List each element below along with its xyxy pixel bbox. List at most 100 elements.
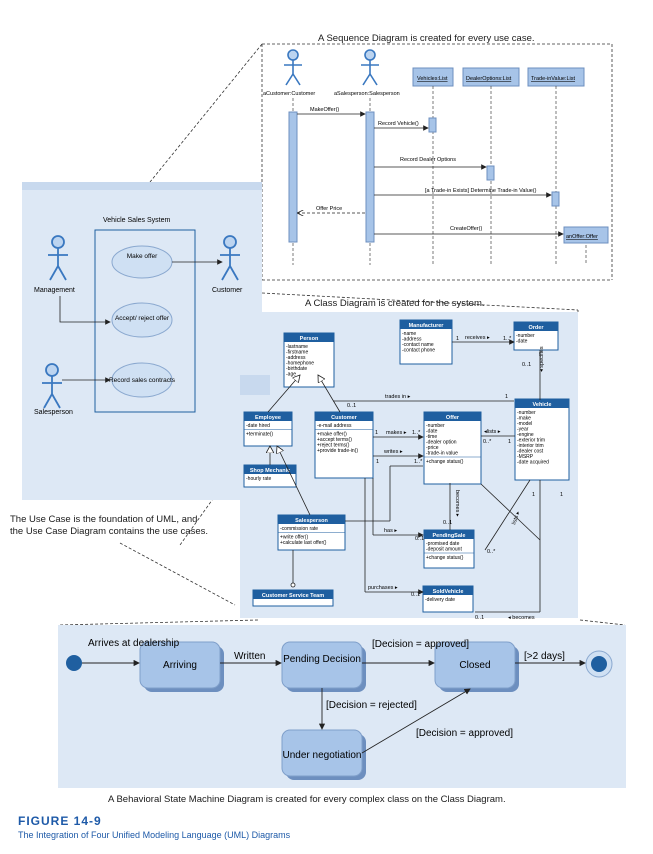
transition-2: [>2 days] (524, 651, 565, 662)
uc-usecase-2: Record sales contracts (109, 377, 176, 384)
figure-number: FIGURE 14-9 (18, 814, 102, 828)
class-6-attr-5: -exterior trim (517, 438, 545, 444)
mult-1-c: 1 (375, 430, 378, 436)
class-9-op-0: +change status() (426, 555, 464, 561)
class-9-attr-1: -deposit amount (426, 547, 462, 553)
seq-lifeline-0: aCustomer:Customer (263, 91, 315, 97)
seq-msg-5: CreateOffer() (450, 226, 482, 232)
figure-title: The Integration of Four Unified Modeling… (18, 830, 291, 840)
class-name-7: Shop Mechanic (250, 468, 290, 474)
mult-1-b: 1 (505, 394, 508, 400)
class-box-1: Manufacturer-name-address-contact name-c… (399, 319, 453, 365)
mult-1-many: 1..* (503, 336, 512, 342)
class-1-attr-1: -address (402, 337, 422, 343)
class-name-2: Order (529, 325, 545, 331)
assoc-lists: ◂lists ▸ (484, 429, 501, 435)
seq-created-object: anOffer:Offer (566, 234, 598, 240)
class-6-attr-6: -interior trim (517, 443, 544, 449)
sequence-caption: A Sequence Diagram is created for every … (318, 33, 535, 44)
class-6-attr-8: -MSRP (517, 454, 534, 460)
class-6-attr-2: -model (517, 421, 532, 427)
class-0-attr-2: -address (286, 355, 306, 361)
class-8-op-0: +write offer() (280, 535, 308, 541)
seq-msg-4: Offer Price (316, 206, 342, 212)
class-box-4: Customer -e-mail address +make offer()+acc… (314, 411, 374, 479)
uc-system-title: Vehicle Sales System (103, 217, 170, 224)
usecase-caption-line1: The Use Case is the foundation of UML, a… (10, 514, 198, 525)
class-0-attr-4: -birthdate (286, 366, 307, 372)
class-4-attr-0: -e-mail address (317, 423, 352, 429)
seq-msg-3: [a Trade-in Exists] Determine Trade-in V… (425, 188, 537, 194)
mult-1: 1 (456, 336, 459, 342)
class-2-attr-0: -number (516, 333, 535, 339)
class-5-attr-1: -date (426, 429, 438, 435)
class-name-0: Person (300, 336, 319, 342)
seq-msg-1: Record Vehicle() (378, 121, 419, 127)
class-diagram: Person-lastname-firstname-address-homeph… (240, 312, 578, 621)
class-box-10: Customer Service Team (252, 589, 334, 607)
mult-1-many-c: 1..* (414, 459, 423, 465)
sequence-diagram: aCustomer:Customer aSalesperson:Salesper… (263, 49, 609, 265)
class-box-2: Order -number-date (513, 321, 559, 351)
class-2-attr-1: -date (516, 339, 528, 345)
class-9-attr-0: -promised date (426, 541, 460, 547)
state-2: Closed (459, 660, 490, 671)
class-name-10: Customer Service Team (262, 593, 324, 599)
class-4-op-3: +provide trade-in() (317, 448, 358, 454)
transition-0: Written (234, 651, 266, 662)
class-5-attr-2: -time (426, 434, 437, 440)
class-box-8: Salesperson-commission rate+write offer(… (277, 514, 346, 551)
state-0: Arriving (163, 660, 197, 671)
class-box-11: SoldVehicle-delivery date (422, 585, 474, 613)
mult-0-many: 0..* (483, 439, 492, 445)
mult-1-g: 1 (560, 492, 563, 498)
class-6-attr-0: -number (517, 410, 536, 416)
assoc-lists-v: lists ▸ (511, 510, 521, 525)
class-11-attr-0: -delivery date (425, 597, 455, 603)
assoc-has: has ▸ (384, 528, 397, 534)
class-4-op-0: +make offer() (317, 432, 347, 438)
class-0-attr-3: -homephone (286, 361, 314, 367)
class-name-9: PendingSale (432, 533, 465, 539)
mult-0-1-c: 0..1 (415, 536, 424, 542)
seq-lifeline-3: DealerOptions:List (466, 76, 512, 82)
class-name-1: Manufacturer (409, 323, 445, 329)
class-6-attr-1: -make (517, 416, 531, 422)
class-box-6: Vehicle-number-make-model-year-engine-ex… (514, 398, 570, 481)
assoc-specifies: ◂ specifies (539, 346, 545, 372)
class-4-op-2: +reject terms() (317, 443, 350, 449)
class-name-3: Employee (255, 415, 281, 421)
uc-actor-0: Management (34, 287, 75, 294)
assoc-trades-in: trades in ▸ (385, 394, 411, 400)
mult-0-1-e: 0..1 (475, 615, 484, 621)
class-4-op-1: +accept terms() (317, 437, 352, 443)
class-7-attr-0: -hourly rate (246, 476, 272, 482)
class-name-4: Customer (331, 415, 358, 421)
class-name-8: Salesperson (295, 518, 328, 524)
seq-lifeline-2: Vehicles:List (417, 76, 448, 82)
class-caption: A Class Diagram is created for the syste… (305, 298, 485, 309)
class-box-3: Employee-date hired+terminate() (243, 411, 293, 447)
class-box-9: PendingSale -promised date-deposit amount… (423, 529, 475, 569)
class-1-attr-2: -contact name (402, 342, 434, 348)
assoc-becomes-offer: becomes ▸ (454, 490, 460, 517)
class-6-attr-7: -dealer cost (517, 449, 544, 455)
mult-0-1-a: 0..1 (347, 403, 356, 409)
class-box-7: Shop Mechanic -hourly rate (243, 464, 297, 488)
mult-0-1-b: 0..1 (443, 520, 452, 526)
mult-0-many-b: 0..* (487, 549, 496, 555)
mult-0-1-d: 0..1 (411, 592, 420, 598)
class-1-attr-0: -name (402, 331, 416, 337)
assoc-purchases: purchases ▸ (368, 585, 398, 591)
state-1: Pending Decision (283, 654, 361, 665)
uc-actor-2: Salesperson (34, 409, 73, 416)
class-name-5: Offer (446, 415, 460, 421)
mult-0-1-f: 0..1 (522, 362, 531, 368)
class-6-attr-3: -year (517, 427, 529, 433)
transition-1: [Decision = approved] (372, 639, 469, 650)
class-6-attr-9: -date acquired (517, 460, 549, 466)
usecase-caption-line2: the Use Case Diagram contains the use ca… (10, 526, 209, 537)
class-0-attr-5: -age (286, 372, 296, 378)
class-5-attr-3: -dealer option (426, 440, 457, 446)
